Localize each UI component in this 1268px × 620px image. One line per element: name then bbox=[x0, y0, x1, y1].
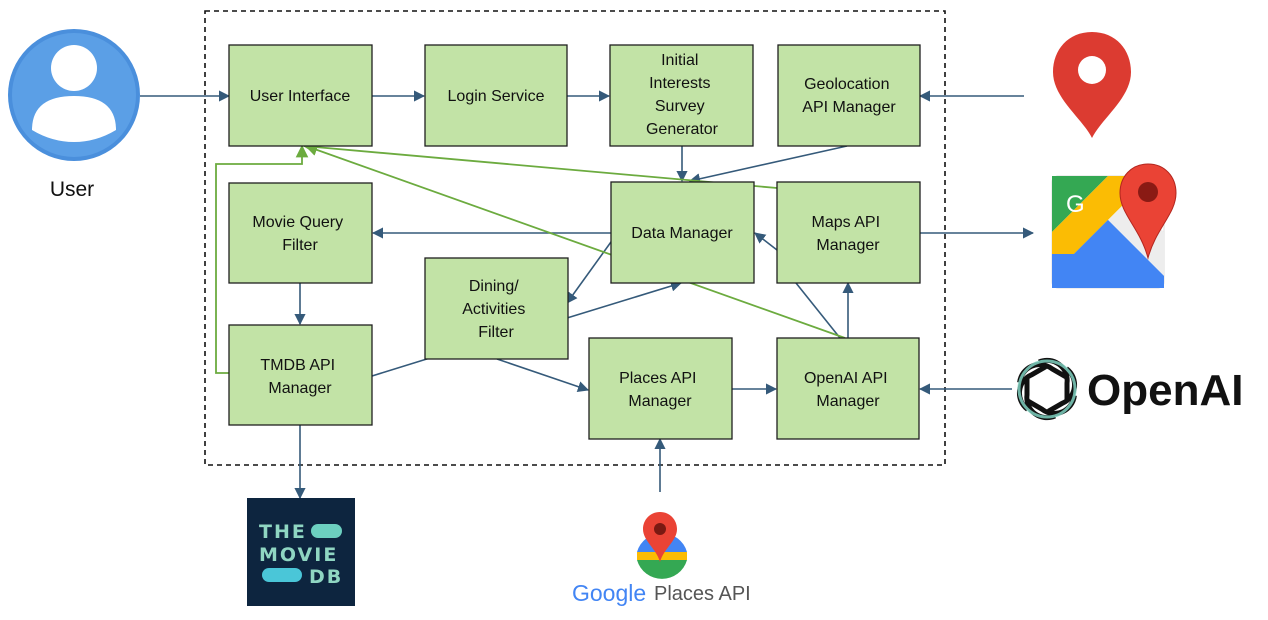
svg-text:Maps API Manager: Maps API Manager bbox=[812, 214, 885, 254]
node-line: Data Manager bbox=[631, 225, 733, 242]
svg-text:User Interface: User Interface bbox=[250, 88, 351, 105]
node-line: Maps API bbox=[812, 214, 880, 231]
edge-dining-to-data bbox=[566, 280, 683, 319]
node-line: Movie Query bbox=[252, 214, 343, 231]
node-login-service: Login Service bbox=[424, 44, 568, 147]
edge-maps-to-data bbox=[754, 232, 778, 251]
node-line: Filter bbox=[478, 324, 514, 341]
google-wordmark: Google bbox=[572, 580, 646, 606]
user-label: User bbox=[50, 178, 94, 201]
google-letter: Google bbox=[572, 580, 646, 606]
openai-logo-icon bbox=[1017, 358, 1077, 420]
node-movie-query-filter: Movie Query Filter bbox=[228, 182, 373, 284]
svg-text:Geolocation API Manager: Geolocation API Manager bbox=[802, 76, 896, 116]
edge-dining-to-places bbox=[496, 358, 590, 393]
node-line: Manager bbox=[628, 393, 692, 410]
node-line: TMDB API bbox=[260, 357, 335, 374]
node-line: Manager bbox=[816, 237, 880, 254]
google-maps-letter: G bbox=[1066, 191, 1085, 218]
node-openai-api-manager: OpenAI API Manager bbox=[776, 337, 920, 440]
node-maps-api-manager: Maps API Manager bbox=[776, 181, 921, 284]
node-line: User Interface bbox=[250, 88, 351, 105]
node-line: Interests bbox=[649, 75, 710, 92]
edge-tmdb-to-dining bbox=[371, 357, 431, 377]
node-line: Filter bbox=[282, 237, 318, 254]
node-places-api-manager: Places API Manager bbox=[588, 337, 733, 440]
openai-wordmark: OpenAI bbox=[1087, 366, 1243, 415]
tmdb-logo-icon: THE MOVIE DB bbox=[247, 498, 355, 606]
edges bbox=[140, 90, 1035, 500]
edge-data-to-dining bbox=[566, 234, 617, 304]
location-pin-icon bbox=[1053, 32, 1131, 138]
node-line: Login Service bbox=[448, 88, 545, 105]
node-line: Manager bbox=[816, 393, 880, 410]
node-line: OpenAI API bbox=[804, 370, 888, 387]
edge-geolocation-to-data bbox=[688, 145, 848, 185]
node-initial-interests-survey-generator: Initial Interests Survey Generator bbox=[609, 44, 754, 147]
node-data-manager: Data Manager bbox=[610, 181, 755, 284]
node-line: Geolocation bbox=[804, 76, 889, 93]
tmdb-logo-line: THE bbox=[259, 521, 307, 543]
node-user-interface: User Interface bbox=[228, 44, 373, 147]
edge-tmdb-to-ui-green bbox=[215, 144, 309, 374]
google-maps-icon: G bbox=[1051, 163, 1177, 289]
node-line: Manager bbox=[268, 380, 332, 397]
node-geolocation-api-manager: Geolocation API Manager bbox=[777, 44, 921, 147]
user-avatar-icon bbox=[8, 29, 140, 161]
places-api-wordmark: Places API bbox=[654, 583, 751, 605]
edge-maps-to-ui-green bbox=[302, 140, 778, 189]
node-dining-activities-filter: Dining/ Activities Filter bbox=[424, 257, 569, 360]
node-line: Generator bbox=[646, 121, 719, 138]
svg-text:Movie Query Filter: Movie Query Filter bbox=[252, 214, 347, 254]
node-line: Places API bbox=[619, 370, 696, 387]
node-line: Survey bbox=[655, 98, 705, 115]
svg-text:Login Service: Login Service bbox=[448, 88, 545, 105]
svg-text:Places API Manager: Places API Manager bbox=[619, 370, 701, 410]
node-line: Dining/ bbox=[469, 278, 519, 295]
tmdb-logo-line: DB bbox=[309, 566, 343, 588]
tmdb-logo-line: MOVIE bbox=[259, 544, 338, 566]
node-tmdb-api-manager: TMDB API Manager bbox=[228, 324, 373, 426]
svg-text:Dining/ Activities: Dining/ Activities Filter bbox=[462, 278, 530, 341]
svg-text:TMDB API Manager: TMDB API Manager bbox=[260, 357, 339, 397]
svg-text:Initial Interests: Initial Interests Survey Generator bbox=[646, 52, 719, 138]
system-boundary bbox=[204, 10, 946, 466]
edge-openai-to-data bbox=[795, 282, 841, 339]
node-line: Activities bbox=[462, 301, 525, 318]
svg-text:Data Manager: Data Manager bbox=[631, 225, 733, 242]
google-places-icon bbox=[637, 512, 687, 579]
node-line: API Manager bbox=[802, 99, 896, 116]
node-line: Initial bbox=[661, 52, 698, 69]
edge-openai-to-ui-green bbox=[304, 143, 846, 339]
svg-text:OpenAI API Manager: OpenAI API Manager bbox=[804, 370, 892, 410]
